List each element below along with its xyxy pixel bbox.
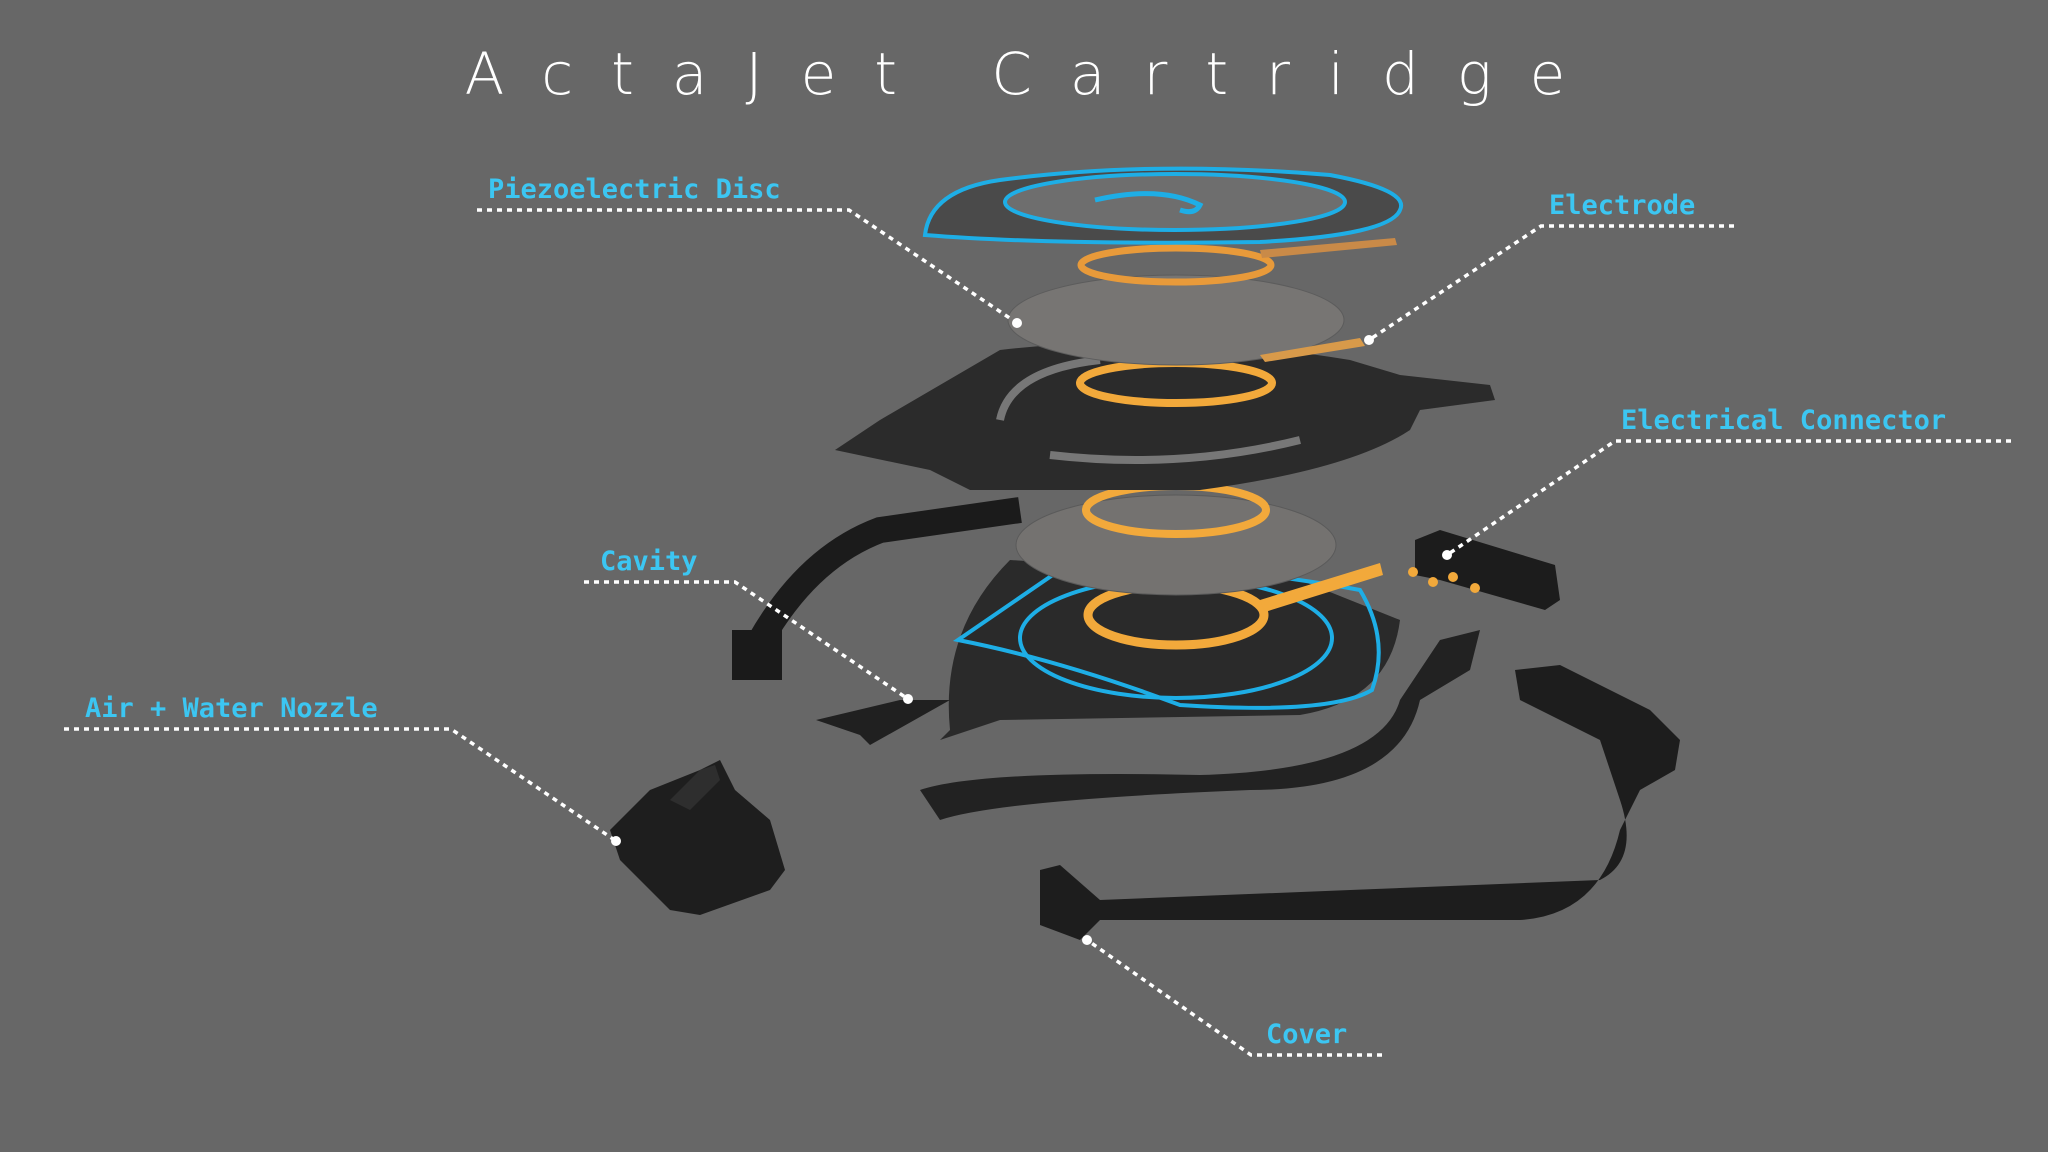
label-electrode: Electrode bbox=[1549, 190, 1696, 221]
leader-lines bbox=[64, 208, 2011, 1057]
leader-cover bbox=[1085, 938, 1382, 1057]
leader-nozzle bbox=[64, 727, 617, 843]
label-cavity: Cavity bbox=[600, 546, 698, 577]
leader-electrode bbox=[1368, 224, 1734, 342]
upper-disc bbox=[1007, 238, 1397, 366]
cover-part bbox=[1040, 665, 1680, 940]
top-cap bbox=[922, 166, 1404, 245]
label-cover: Cover bbox=[1266, 1019, 1348, 1050]
nozzle-part bbox=[610, 760, 785, 915]
leader-cavity bbox=[584, 580, 909, 701]
leader-connector bbox=[1446, 439, 2011, 557]
electrical-connector-part bbox=[1408, 530, 1560, 610]
lower-electrode bbox=[1015, 482, 1383, 650]
label-piezoelectric-disc: Piezoelectric Disc bbox=[488, 174, 781, 205]
tube-connector bbox=[732, 630, 782, 680]
leader-dots bbox=[611, 318, 1452, 945]
leader-piezo bbox=[477, 208, 1018, 325]
page-title: ActaJet Cartridge bbox=[464, 40, 1604, 108]
label-electrical-connector: Electrical Connector bbox=[1621, 405, 1947, 436]
label-air-water-nozzle: Air + Water Nozzle bbox=[85, 693, 378, 724]
cavity-part bbox=[816, 560, 1480, 820]
